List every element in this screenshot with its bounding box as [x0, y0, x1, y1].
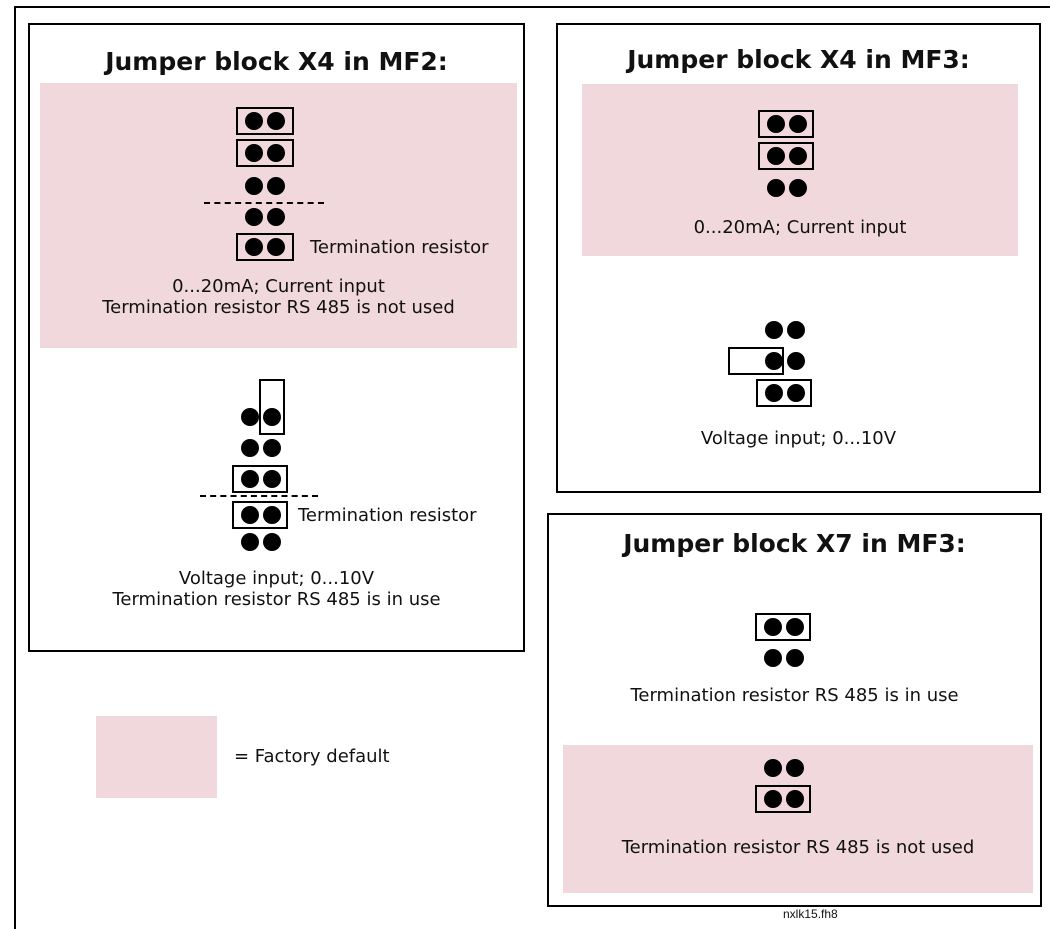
jumper-pin — [241, 533, 259, 551]
jumper-pin — [245, 238, 263, 256]
config-caption: Voltage input; 0...10V — [178, 568, 375, 589]
jumper-pin — [267, 144, 285, 162]
config-caption: Termination resistor RS 485 is not used — [102, 297, 455, 318]
jumper-cap — [758, 110, 814, 138]
frame-top-line — [14, 6, 1050, 8]
separator-dashed-line — [200, 495, 318, 497]
jumper-pin — [241, 506, 259, 524]
termination-resistor-label: Termination resistor — [310, 237, 489, 258]
jumper-pin — [786, 759, 804, 777]
jumper-pin — [764, 649, 782, 667]
panel-x4-mf3: Jumper block X4 in MF3: 0...20mA; Curren… — [556, 23, 1041, 493]
panel-title: Jumper block X4 in MF2: — [105, 47, 448, 76]
jumper-pin — [787, 352, 805, 370]
jumper-cap — [236, 139, 294, 167]
jumper-cap — [232, 465, 288, 493]
jumper-pin — [764, 618, 782, 636]
jumper-pin — [767, 115, 785, 133]
jumper-pin — [765, 384, 783, 402]
factory-default-region: Termination resistor 0...20mA; Current i… — [40, 83, 517, 348]
config-caption: Termination resistor RS 485 is in use — [630, 685, 959, 706]
jumper-pin — [263, 506, 281, 524]
jumper-pin — [245, 144, 263, 162]
panel-title: Jumper block X7 in MF3: — [623, 529, 966, 558]
jumper-pin — [787, 384, 805, 402]
jumper-cap — [758, 142, 814, 170]
jumper-cap — [232, 501, 288, 529]
jumper-diagram-voltage: Termination resistor — [30, 365, 527, 565]
jumper-pin — [267, 112, 285, 130]
jumper-cap — [755, 785, 811, 813]
panel-title: Jumper block X4 in MF3: — [627, 45, 970, 74]
jumper-pin — [789, 147, 807, 165]
jumper-pin — [245, 208, 263, 226]
panel-x7-mf3: Jumper block X7 in MF3: Termination resi… — [547, 513, 1042, 907]
jumper-pin — [267, 238, 285, 256]
jumper-pin — [241, 439, 259, 457]
config-caption: Termination resistor RS 485 is not used — [621, 837, 975, 858]
separator-dashed-line — [204, 202, 324, 204]
config-caption: Termination resistor RS 485 is in use — [112, 589, 441, 610]
jumper-pin — [789, 179, 807, 197]
jumper-pin — [786, 649, 804, 667]
jumper-pin — [241, 408, 259, 426]
jumper-pin — [789, 115, 807, 133]
config-caption: Voltage input; 0...10V — [700, 428, 897, 449]
jumper-pin — [786, 618, 804, 636]
legend-swatch — [96, 716, 217, 798]
jumper-cap — [236, 107, 294, 135]
jumper-cap — [756, 379, 812, 407]
jumper-diagram-not-used — [563, 745, 1033, 835]
jumper-pin — [245, 112, 263, 130]
config-caption: 0...20mA; Current input — [172, 276, 385, 297]
jumper-pin — [765, 352, 783, 370]
jumper-diagram-voltage — [558, 305, 1043, 415]
factory-default-region: Termination resistor RS 485 is not used — [563, 745, 1033, 893]
jumper-pin — [267, 208, 285, 226]
jumper-pin — [765, 321, 783, 339]
legend-label: = Factory default — [234, 746, 390, 767]
jumper-cap — [755, 613, 811, 641]
jumper-cap — [236, 233, 294, 261]
jumper-pin — [263, 470, 281, 488]
jumper-diagram-current: Termination resistor — [40, 83, 517, 348]
termination-resistor-label: Termination resistor — [298, 505, 477, 526]
jumper-pin — [764, 790, 782, 808]
jumper-pin — [764, 759, 782, 777]
jumper-pin — [767, 147, 785, 165]
jumper-pin — [241, 470, 259, 488]
jumper-pin — [263, 408, 281, 426]
jumper-pin — [263, 533, 281, 551]
figure-reference: nxlk15.fh8 — [783, 907, 838, 921]
jumper-pin — [245, 177, 263, 195]
jumper-pin — [267, 177, 285, 195]
jumper-pin — [767, 179, 785, 197]
jumper-pin — [787, 321, 805, 339]
jumper-cap-vertical — [259, 379, 285, 435]
jumper-pin — [263, 439, 281, 457]
factory-default-region: 0...20mA; Current input — [582, 84, 1018, 256]
jumper-pin — [786, 790, 804, 808]
frame-left-line — [14, 6, 16, 929]
config-caption: 0...20mA; Current input — [693, 217, 907, 238]
jumper-cap-horizontal — [728, 347, 784, 375]
jumper-diagram-in-use — [549, 605, 1044, 675]
legend: = Factory default — [96, 716, 426, 798]
panel-x4-mf2: Jumper block X4 in MF2: Termination resi… — [28, 23, 525, 652]
jumper-diagram-current — [582, 84, 1018, 256]
